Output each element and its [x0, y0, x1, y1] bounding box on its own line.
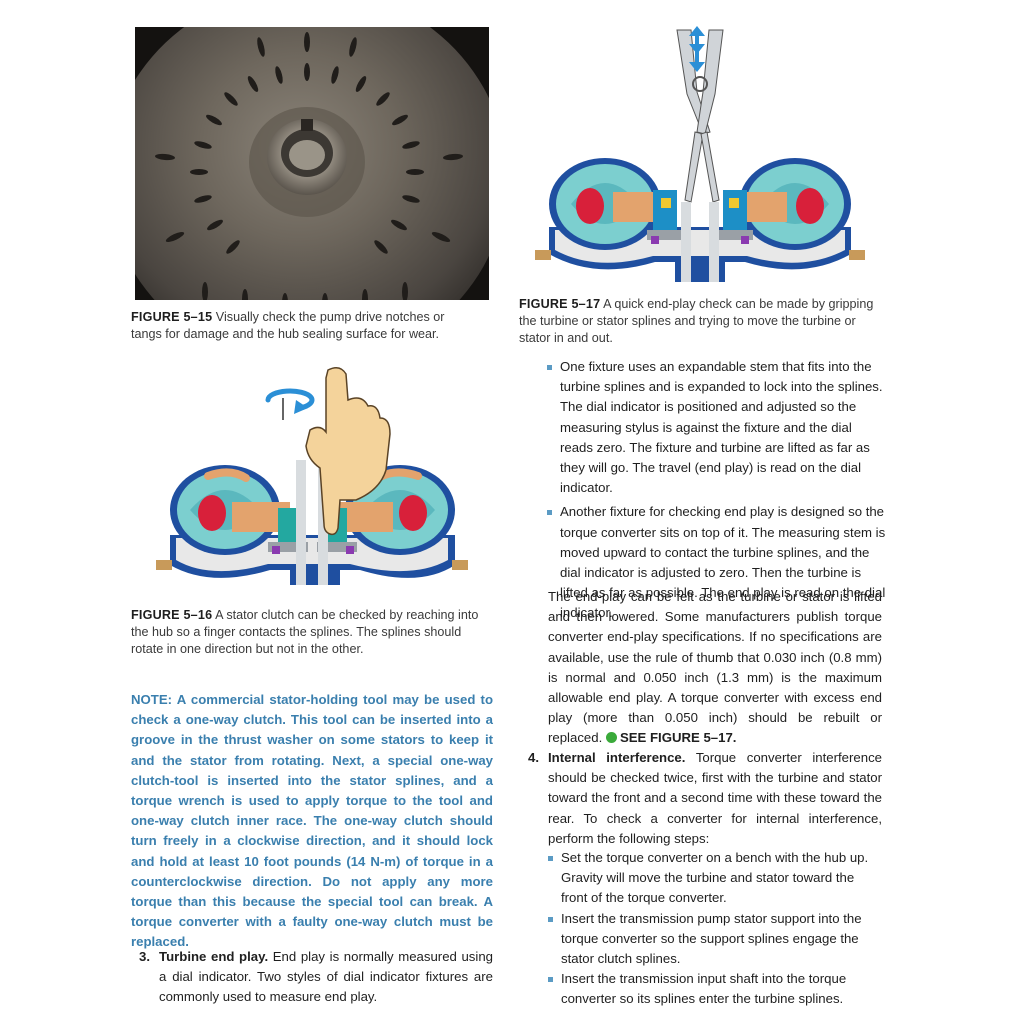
- note-block: NOTE: A commercial stator-holding tool m…: [131, 690, 493, 953]
- see-reference-dot-icon: [605, 732, 617, 744]
- endplay-paragraph: The end-play can be felt as the turbine …: [548, 587, 882, 749]
- list-item: Insert the transmission input shaft into…: [548, 969, 882, 1009]
- list-item: Another fixture for checking end play is…: [547, 502, 887, 623]
- figure-5-16-caption: FIGURE 5–16 A stator clutch can be check…: [131, 607, 481, 658]
- see-figure-reference[interactable]: SEE FIGURE 5–17.: [619, 730, 737, 746]
- caption-text: A quick end-play check can be made by gr…: [519, 297, 874, 345]
- figure-label: FIGURE 5–17: [519, 297, 601, 311]
- list-number: 4.: [528, 750, 539, 765]
- caption-text: Visually check the pump drive notches or…: [131, 310, 445, 341]
- figure-5-17-caption: FIGURE 5–17 A quick end-play check can b…: [519, 296, 881, 347]
- list-number: 3.: [139, 949, 150, 964]
- figure-5-16-illustration: [150, 360, 470, 600]
- hand-illustration: [305, 367, 391, 536]
- list-item-3: 3. Turbine end play. End play is normall…: [139, 947, 493, 1008]
- list-item-text: End play is normally measured using a di…: [159, 949, 493, 1005]
- list-item: Set the torque converter on a bench with…: [548, 848, 882, 909]
- list-item-title: Internal interference.: [548, 750, 686, 765]
- list-item-4: 4. Internal interference. Torque convert…: [528, 748, 882, 849]
- rotation-arrow-icon: [265, 388, 315, 411]
- figure-5-15-photo: [107, 0, 507, 367]
- list-item: One fixture uses an expandable stem that…: [547, 357, 887, 498]
- note-text: NOTE: A commercial stator-holding tool m…: [131, 692, 493, 950]
- figure-5-17-illustration: [535, 22, 865, 294]
- endplay-bullets: One fixture uses an expandable stem that…: [547, 357, 887, 624]
- list-item-text: Torque converter interference should be …: [548, 750, 882, 846]
- list-item-title: Turbine end play.: [159, 949, 269, 964]
- figure-label: FIGURE 5–16: [131, 608, 213, 622]
- up-down-arrows-icon: [689, 26, 705, 72]
- interference-bullets: Set the torque converter on a bench with…: [548, 848, 882, 1010]
- list-item: Insert the transmission pump stator supp…: [548, 909, 882, 970]
- paragraph-text: The end-play can be felt as the turbine …: [548, 589, 882, 746]
- caption-text: A stator clutch can be checked by reachi…: [131, 608, 479, 656]
- figure-5-15-caption: FIGURE 5–15 Visually check the pump driv…: [131, 309, 476, 343]
- figure-label: FIGURE 5–15: [131, 310, 213, 324]
